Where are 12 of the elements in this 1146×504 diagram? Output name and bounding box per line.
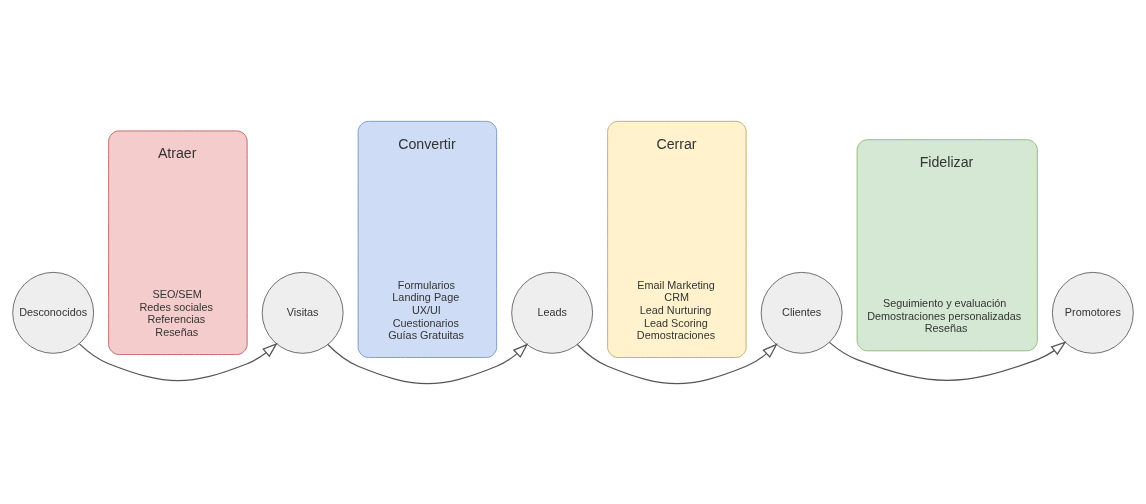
node-box: Atraer SEO/SEM Redes sociales Referencias Reseñas <box>108 130 248 355</box>
node-circle: Desconocidos <box>12 271 95 354</box>
node-circle: Clientes <box>760 271 843 354</box>
arrow <box>576 342 778 384</box>
node-circle: Visitas <box>261 271 344 354</box>
arrow <box>327 342 529 384</box>
node-circle: Leads <box>511 271 594 354</box>
node-box: Cerrar Email Marketing CRM Lead Nurturing Lead Scoring Demostraciones <box>607 120 747 358</box>
node-box: Convertir Formularios Landing Page UX/UI Cuestionarios Guías Gratuitas <box>357 120 498 358</box>
node-box: Fidelizar Seguimiento y evaluación Demostraciones personalizadas Reseñas <box>856 138 1038 351</box>
arrow <box>828 340 1067 381</box>
arrow <box>78 342 278 381</box>
